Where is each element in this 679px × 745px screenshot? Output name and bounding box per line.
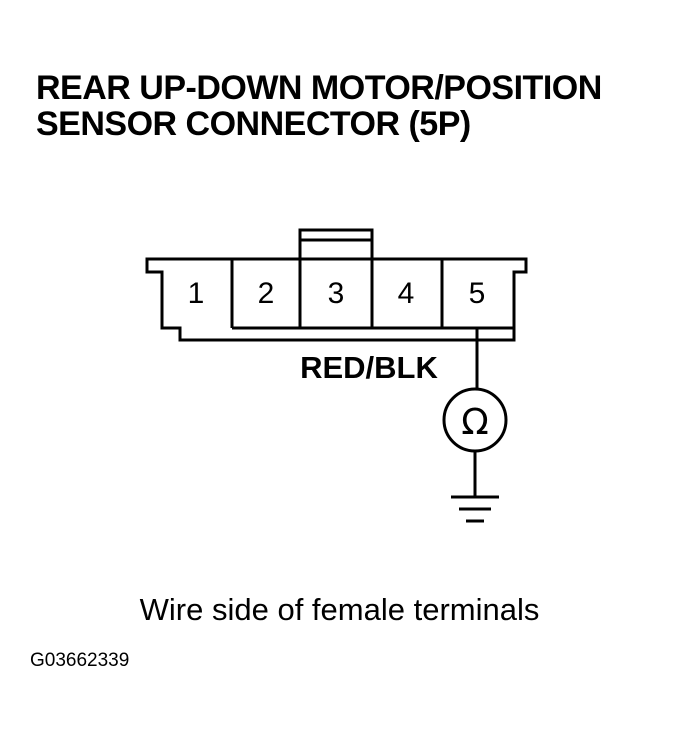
title-line-2: SENSOR CONNECTOR (5P) (36, 105, 471, 143)
terminal-number-3: 3 (328, 277, 345, 310)
terminal-number-5: 5 (469, 277, 486, 310)
connector-housing (145, 257, 528, 342)
ohm-symbol: Ω (461, 402, 489, 443)
connector-lock-tab (298, 228, 374, 259)
wire-color-label: RED/BLK (300, 350, 438, 385)
diagram-title: REAR UP-DOWN MOTOR/POSITION SENSOR CONNE… (36, 70, 666, 142)
terminal-number-2: 2 (258, 277, 275, 310)
terminal-number-1: 1 (188, 277, 205, 310)
figure-id: G03662339 (30, 650, 130, 671)
diagram-caption: Wire side of female terminals (139, 592, 540, 627)
terminal-dividers (230, 259, 444, 328)
terminal-number-4: 4 (398, 277, 415, 310)
ground-icon (451, 495, 499, 523)
title-line-1: REAR UP-DOWN MOTOR/POSITION (36, 69, 602, 107)
